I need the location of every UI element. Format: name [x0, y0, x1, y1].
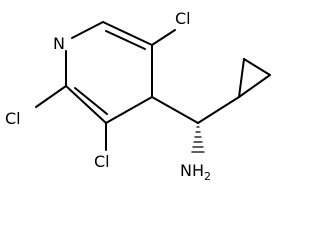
- chloro-top-label: Cl: [175, 9, 191, 28]
- bond-c2-c3-inner: [74, 87, 108, 115]
- bond-cp-1: [238, 74, 271, 98]
- bond-c2-c3: [65, 85, 107, 124]
- amine-label: NH2: [180, 161, 211, 183]
- bond-cp-3: [238, 58, 245, 98]
- bond-c4-cstar: [151, 96, 199, 124]
- bond-c5-cl: [151, 29, 176, 46]
- pyridine-ring: [65, 21, 153, 124]
- ring-nitrogen-label: N: [53, 34, 65, 53]
- amine-subscript: 2: [204, 170, 211, 183]
- bond-c3-c4: [105, 96, 153, 124]
- hashed-wedge-bond: [191, 126, 205, 153]
- cyclopropyl-ring: [238, 58, 271, 98]
- bond-c6-n: [71, 21, 104, 39]
- bond-cstar-cprop: [197, 96, 240, 124]
- bond-cp-2: [243, 58, 271, 76]
- bond-c6-c5-inner: [105, 30, 146, 50]
- amine-nh: NH: [180, 161, 204, 180]
- molecule-structure: N Cl Cl Cl NH2: [5, 9, 271, 183]
- bond-c2-cl: [35, 85, 67, 108]
- chloro-bottom-label: Cl: [94, 152, 110, 171]
- substituent-bonds: [35, 29, 240, 151]
- chloro-left-label: Cl: [5, 109, 21, 128]
- bond-c6-c5: [102, 21, 153, 46]
